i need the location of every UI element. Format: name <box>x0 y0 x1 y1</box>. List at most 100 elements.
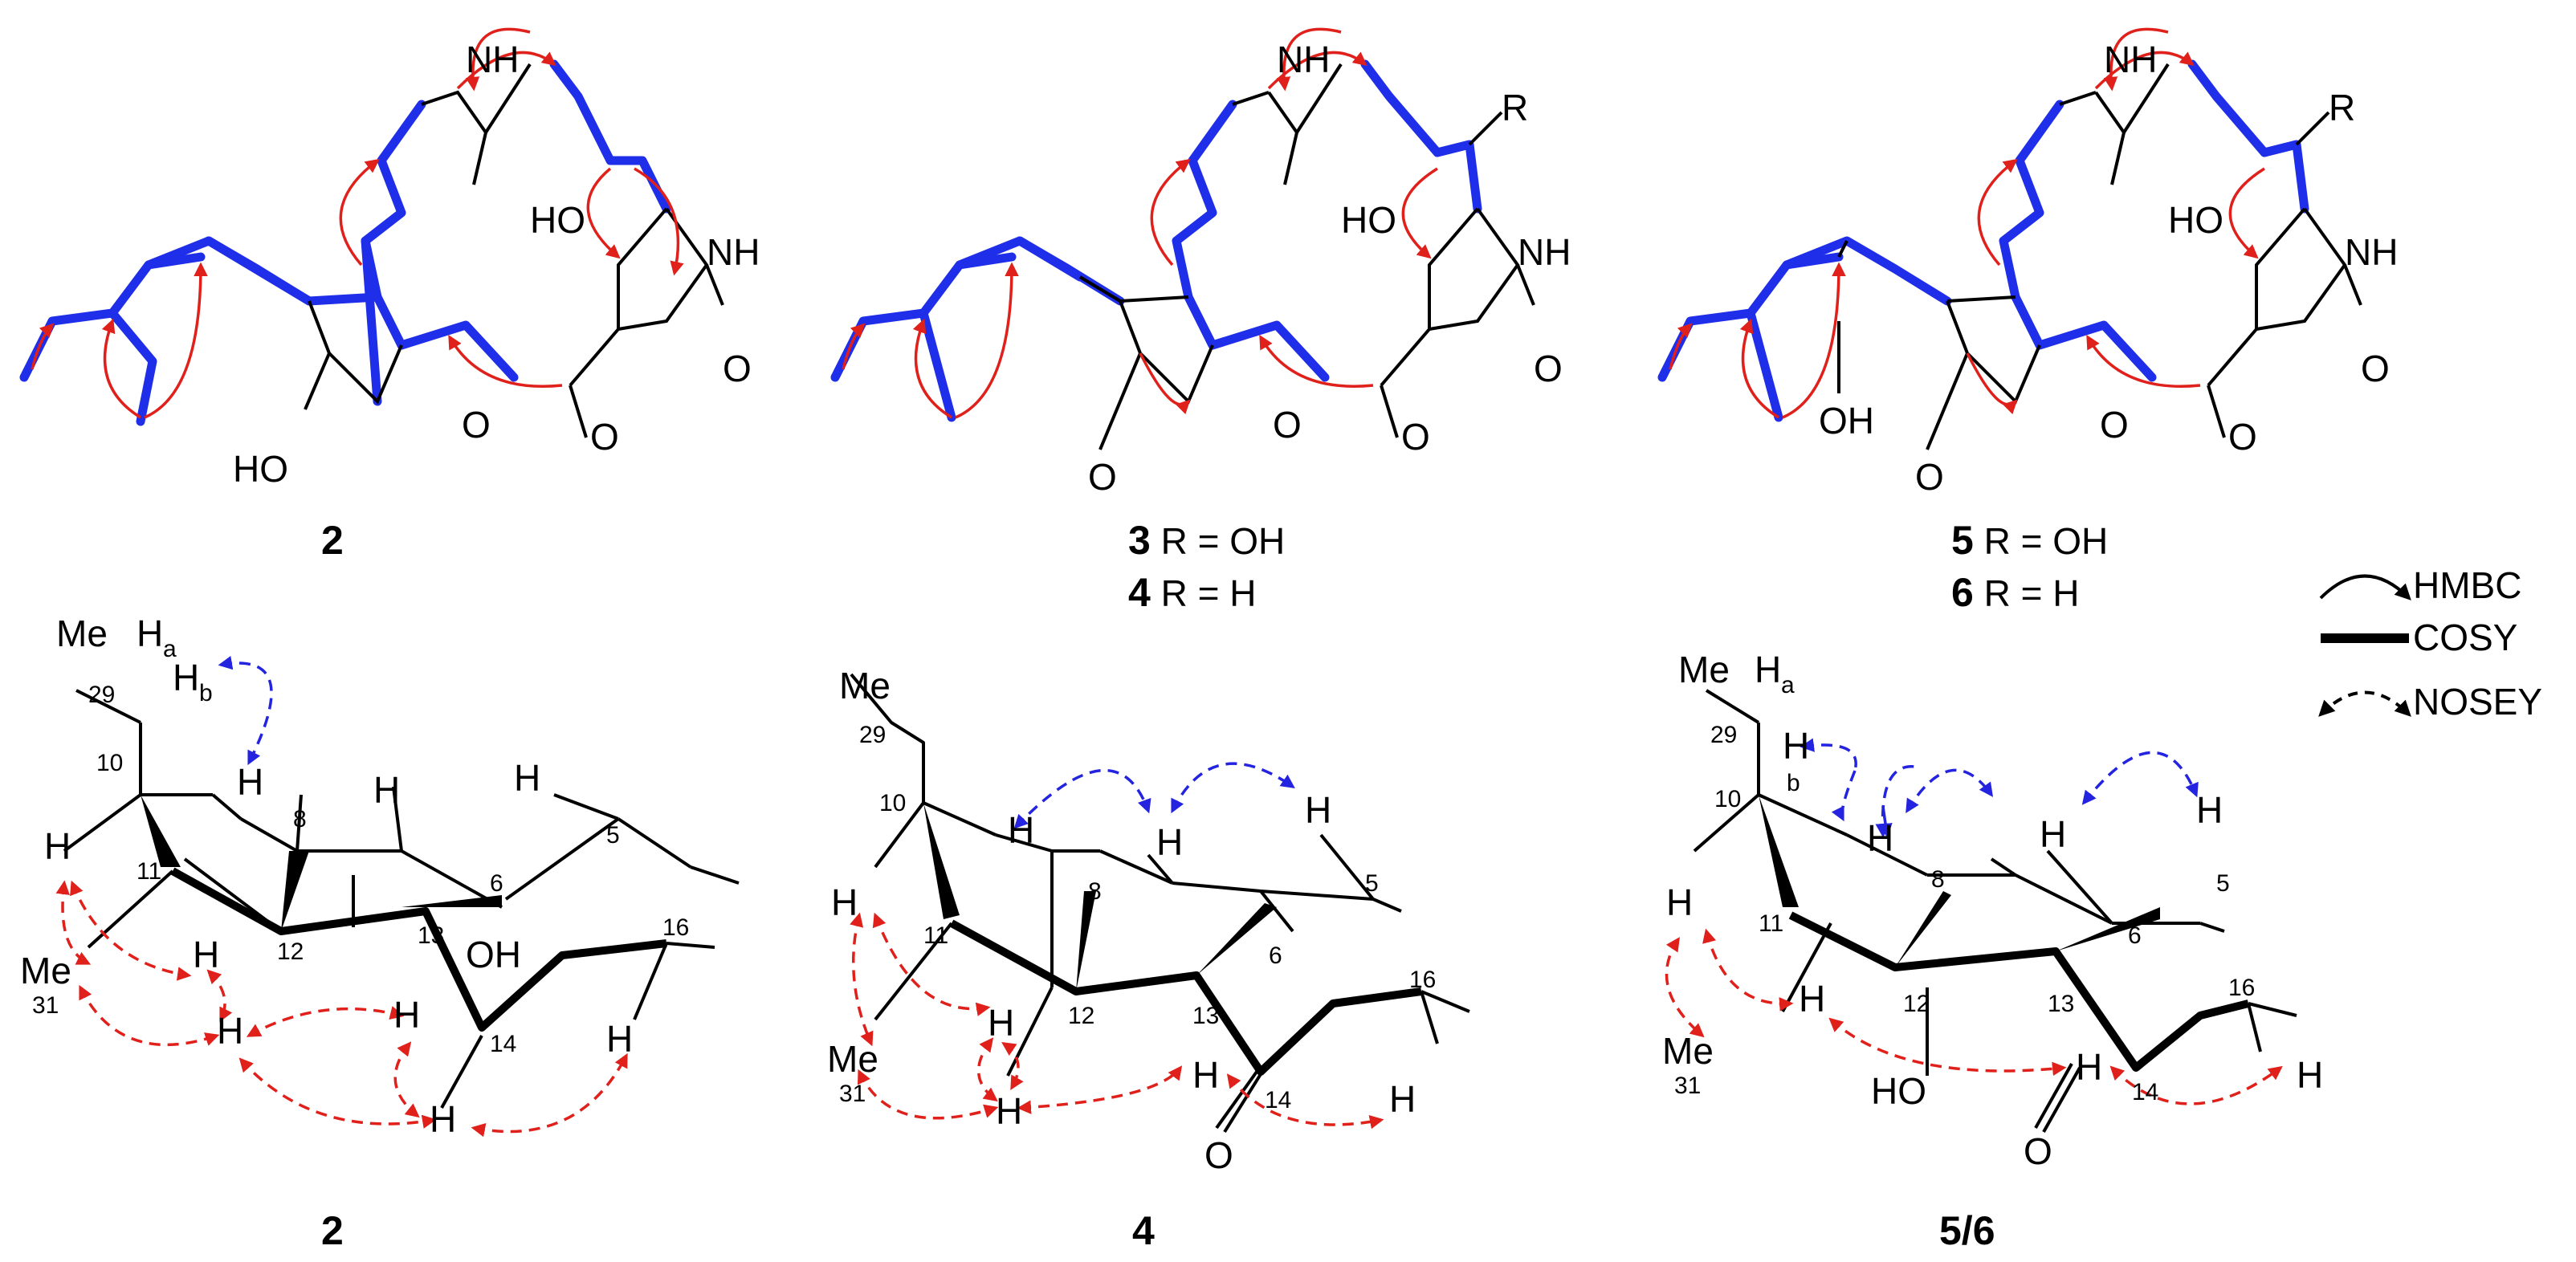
ha-label: H <box>137 613 163 654</box>
o-label: O <box>590 416 619 458</box>
r-label: R <box>1502 87 1528 128</box>
o-label: O <box>1273 404 1302 446</box>
ho-label: HO <box>1871 1070 1926 1112</box>
atom-number-13: 13 <box>418 922 444 949</box>
atom-number-12: 12 <box>1903 991 1930 1017</box>
legend-noesy: NOSEY <box>2413 681 2542 723</box>
structure-3-4-top: NH O O R HO NH O O 3 R = OH 4 R = H <box>830 27 1571 615</box>
h-label: H <box>1867 817 1893 859</box>
atom-number-31: 31 <box>32 992 59 1019</box>
ha-label: H <box>1755 649 1781 690</box>
stereo-structure-4: Me 29 10 H 11 H 8 H H 5 6 16 Me 31 H 12 … <box>827 665 1470 1253</box>
o-label: O <box>723 348 752 389</box>
stereo-structure-5-6: Me H a 29 H b 10 H 11 H 8 H H 5 6 16 Me … <box>1662 649 2323 1253</box>
compound-label-2: 2 <box>321 1208 344 1253</box>
atom-number-16: 16 <box>662 914 689 941</box>
o-label: O <box>1534 348 1563 389</box>
nh-label: NH <box>2345 231 2398 273</box>
compound-label-4: 4 <box>1132 1208 1155 1253</box>
h-label: H <box>831 881 858 923</box>
h-label: H <box>393 994 420 1036</box>
h-label: H <box>373 769 400 811</box>
me-label: Me <box>839 665 891 706</box>
atom-number-31: 31 <box>1674 1073 1701 1099</box>
o-label: O <box>2100 404 2129 446</box>
caption-4: 4 R = H <box>1128 570 1256 615</box>
hb-label: H <box>1783 725 1809 767</box>
atom-number-11: 11 <box>923 922 948 949</box>
r-label: R <box>2329 87 2355 128</box>
h-label: H <box>988 1002 1014 1044</box>
atom-number-12: 12 <box>277 938 304 965</box>
o-label: O <box>1401 416 1430 458</box>
h-label: H <box>193 934 219 975</box>
o-label: O <box>1915 456 1944 498</box>
atom-number-16: 16 <box>1409 967 1436 993</box>
atom-number-8: 8 <box>293 806 307 833</box>
ho-label: HO <box>2168 199 2223 241</box>
legend-cosy: COSY <box>2413 617 2517 658</box>
atom-number-13: 13 <box>1192 1003 1219 1029</box>
structure-5-6-top: NH O O OH R HO NH O O 5 R = OH 6 R = H <box>1657 27 2398 615</box>
compound-label-5-6: 5/6 <box>1939 1208 1995 1253</box>
atom-number-29: 29 <box>859 722 886 748</box>
h-label: H <box>1799 978 1825 1020</box>
me-label: Me <box>1662 1030 1714 1072</box>
ho-label: HO <box>1341 199 1396 241</box>
h-label: H <box>996 1090 1022 1132</box>
o-label: O <box>1088 456 1117 498</box>
oh-label: OH <box>1819 400 1874 442</box>
h-label: H <box>1666 881 1693 923</box>
o-label: O <box>1204 1134 1233 1176</box>
ha-subscript: a <box>163 636 177 662</box>
atom-number-5: 5 <box>1365 870 1379 897</box>
h-label: H <box>1156 821 1183 863</box>
o-label: O <box>2228 416 2257 458</box>
stereo-structure-2: Me H a H b 29 10 H H 11 8 H H 5 6 16 Me … <box>20 613 740 1253</box>
caption-5: 5 R = OH <box>1951 518 2108 563</box>
caption-6: 6 R = H <box>1951 570 2079 615</box>
h-label: H <box>514 757 540 799</box>
nh-label: NH <box>1277 39 1330 80</box>
h-label: H <box>1008 809 1034 851</box>
h-label: H <box>430 1098 456 1140</box>
compound-number-2: 2 <box>321 518 344 563</box>
nh-label: NH <box>2104 39 2157 80</box>
atom-number-14: 14 <box>490 1031 516 1057</box>
h-label: H <box>237 761 263 803</box>
h-label: H <box>217 1010 243 1052</box>
me-label: Me <box>1678 649 1730 690</box>
me-label: Me <box>56 613 108 654</box>
atom-number-12: 12 <box>1068 1003 1094 1029</box>
atom-number-10: 10 <box>879 790 906 816</box>
atom-number-29: 29 <box>88 682 115 708</box>
legend-hmbc: HMBC <box>2413 564 2521 606</box>
hb-subscript: b <box>1787 770 1800 796</box>
h-label: H <box>44 825 71 867</box>
h-label: H <box>2040 813 2066 855</box>
h-label: H <box>1192 1054 1219 1096</box>
h-label: H <box>2196 789 2223 831</box>
atom-number-11: 11 <box>1759 910 1783 937</box>
legend: HMBC COSY NOSEY <box>2318 564 2542 723</box>
h-label: H <box>606 1018 633 1060</box>
atom-number-5: 5 <box>606 822 620 849</box>
ha-subscript: a <box>1781 672 1795 698</box>
caption-3: 3 R = OH <box>1128 518 1285 563</box>
o-label: O <box>2361 348 2390 389</box>
me-label: Me <box>20 950 71 991</box>
hb-label: H <box>173 657 199 698</box>
atom-number-6: 6 <box>2128 922 2142 949</box>
atom-number-13: 13 <box>2048 991 2074 1017</box>
atom-number-14: 14 <box>2132 1079 2158 1105</box>
atom-number-10: 10 <box>1714 786 1741 812</box>
atom-number-14: 14 <box>1265 1087 1291 1113</box>
h-label: H <box>1389 1078 1416 1120</box>
atom-number-8: 8 <box>1931 866 1945 893</box>
atom-number-6: 6 <box>490 870 503 897</box>
atom-number-5: 5 <box>2216 870 2230 897</box>
o-label: O <box>462 404 491 446</box>
atom-number-31: 31 <box>839 1081 866 1107</box>
ho-label: HO <box>530 199 585 241</box>
atom-number-6: 6 <box>1269 942 1282 969</box>
